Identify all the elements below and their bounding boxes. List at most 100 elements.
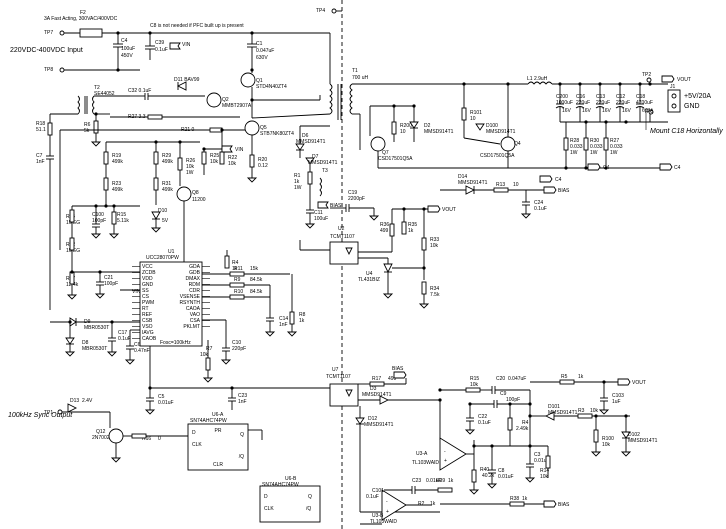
t3-transformer [319,177,322,197]
r17-resistor [69,271,75,285]
c103-ref: C103 [612,393,624,399]
output-cap-plate [595,106,605,109]
r10-ref: R10 [234,289,243,295]
r22-ref: R22 [228,155,237,161]
r33-resistor [421,237,427,251]
d13-zener [67,403,78,413]
r33-val: 10k [430,243,439,249]
t1-ref: T1 [352,68,358,74]
c10-ref: C10 [232,340,241,346]
junction-dot [528,414,532,418]
gnd-symbol [368,215,380,221]
r100-ref: R100 [602,436,614,442]
u6a-pin-label: CLR [213,462,223,468]
r18-resistor [47,122,53,136]
gnd-symbol [598,409,610,415]
q8-transistor [176,186,192,202]
u1-pin-label: CSA [190,318,201,324]
d100-diode [475,123,485,131]
r29-resistor [153,151,159,165]
u1-pin-label: CS [142,294,150,300]
r16-ref: R16 [142,436,151,442]
junction-dot [402,207,406,211]
d10-zener [151,211,161,220]
r29-val: 499k [162,159,173,165]
c39-val: 0.1uF [155,47,168,53]
output-cap-plate [555,106,565,109]
gnd-symbol [64,351,76,357]
r20-ref: R20 [258,157,267,163]
r7-resistor [205,357,211,371]
d100-part: MMSD914T1 [486,129,516,135]
vout-flag-top [661,75,675,83]
output-cap-ref: C200 [556,94,568,100]
r38-ref: R38 [510,496,519,502]
c24-val: 0.1uF [534,206,547,212]
junction-dot [438,398,442,402]
d3-ref: D3 [370,386,377,392]
vin-flag-mid [221,145,233,153]
d101-ref: D101 [548,404,560,410]
sense-resistor-watt: 1W [590,150,598,156]
c1-val: 0.047uF [256,48,274,54]
u6b-ref: U6-B [285,476,297,482]
tp7-pin[interactable] [59,30,65,36]
c19-ref: C19 [348,190,357,196]
u1-pin-label: GDA [189,264,201,270]
c6-ref: C6 [134,342,141,348]
output-cap-volt: 16V [562,108,572,114]
d14-ref: D14 [458,174,467,180]
r10-resistor [229,294,245,300]
u3b-ref: U3-B [372,513,384,519]
c32-label: C32 0.1uF [128,88,151,94]
u1-pin-label: CSB [142,318,153,324]
r13-resistor [493,187,509,193]
r39-val: 1k [448,478,454,484]
tp4-pin[interactable] [331,8,337,14]
r24-val: 1MEG [66,220,80,226]
netlabel-vin-top: VIN [182,42,191,48]
netlabel-vin-mid: VIN [235,147,244,153]
c8-ref: C8 [498,468,505,474]
d12-part: MMSD914T1 [364,422,394,428]
u7-part: TCMT1107 [326,374,351,380]
sync-output-label: 100kHz Sync Output [8,412,73,419]
gnd-symbol [620,451,632,457]
c6-val: 0.47nF [134,348,150,354]
tp2-pin[interactable] [646,77,652,83]
d101-part: MMSD914T1 [548,410,578,416]
junction-dot [584,166,588,170]
r9-ref: R9 [234,277,241,283]
d8-ref: D8 [82,340,89,346]
junction-dot [604,166,608,170]
u6b-flipflop [259,485,321,523]
c101-val: 0.1uF [366,494,379,500]
c23b-ref: C23 [412,478,421,484]
r39-ref: R39 [436,478,445,484]
c3-val: 0.01uF [534,458,550,464]
c17-val: 0.1uF [118,336,131,342]
d2-part: MMSD914T1 [424,129,454,135]
netlabel-bias-out: BIAS [558,188,570,194]
u1-pin-label: RDM [189,282,200,288]
u1-pin-label: PKLMT [183,324,200,330]
u2-ref: U2 [338,226,345,232]
tp3-pin[interactable] [648,109,654,115]
r23-resistor [103,177,109,191]
d7-diode [305,157,315,165]
r25-resistor [201,151,207,165]
u1-controller-ic [139,261,203,347]
u6b-pin-qn: /Q [306,506,311,512]
u1-pin-label: VCC [142,264,153,270]
vin-flag-top [169,42,181,50]
tp8-pin[interactable] [59,67,65,73]
current-loop-section: U7 TCMT1107 R17 499 BIAS D3 MMSD914T1 R1… [326,366,658,525]
r12-resistor [69,237,75,251]
u6a-ref: U6-A [212,412,224,418]
netlabel-bias: BIAS [330,203,342,209]
r101-ref: R101 [470,110,482,116]
d11-label: D11 BAV99 [174,77,200,83]
r200-resistor [391,121,397,135]
